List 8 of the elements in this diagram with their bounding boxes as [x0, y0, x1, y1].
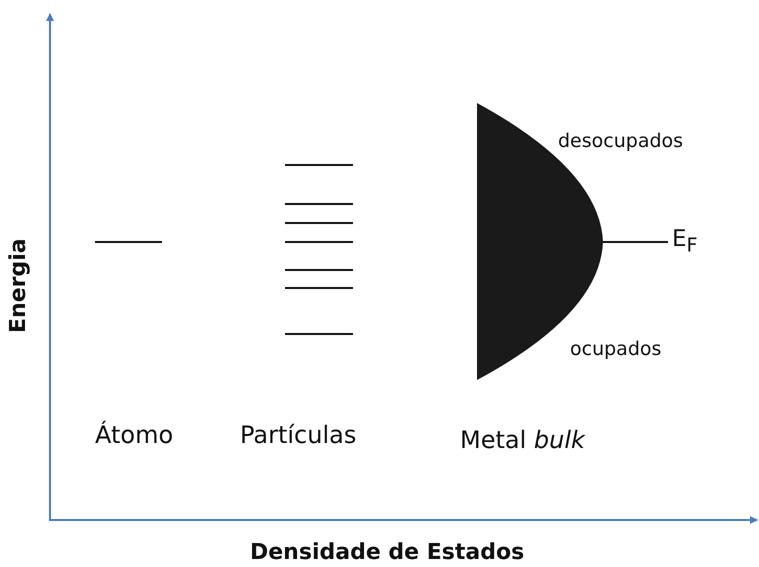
band-label: ocupados: [570, 340, 662, 359]
axis-title: Densidade de Estados: [250, 542, 524, 564]
column-label: Átomo: [95, 423, 174, 447]
fermi-level-label: E$_{F}$: [672, 228, 698, 255]
axis-title: Energia: [8, 238, 30, 332]
band-label: desocupados: [558, 132, 684, 151]
column-label: Partículas: [240, 423, 356, 447]
column-label: Metal bulk: [460, 428, 585, 452]
